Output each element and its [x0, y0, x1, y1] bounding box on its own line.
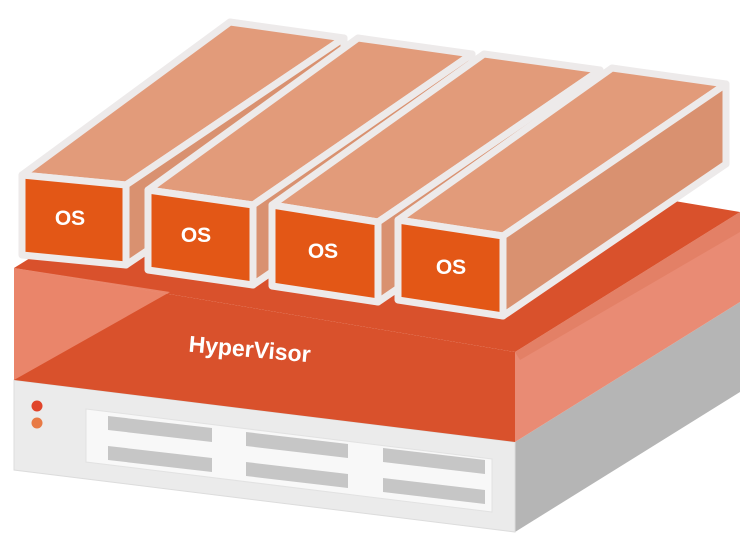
power-led-red	[31, 400, 43, 412]
drive-slot	[383, 478, 485, 504]
drive-slot	[383, 448, 485, 474]
hypervisor-side-highlight	[515, 212, 740, 360]
server-side-face	[515, 302, 740, 532]
hypervisor-side-face	[515, 212, 740, 442]
drive-slot	[108, 416, 212, 442]
hypervisor-front-highlight	[14, 268, 170, 380]
drive-slot	[246, 462, 348, 488]
server-chassis	[13, 302, 740, 533]
vm-os-label: OS	[308, 240, 338, 263]
hypervisor-front-face	[14, 268, 515, 442]
vm-front-face	[268, 201, 382, 306]
drive-bay-panel	[85, 408, 493, 513]
vm-front-face	[18, 171, 130, 269]
vm-os-label: OS	[436, 256, 466, 279]
vm-os-label: OS	[55, 207, 85, 230]
vm-front-face	[394, 216, 507, 320]
drive-slot	[246, 432, 348, 458]
vm-front-face	[144, 186, 257, 289]
vm-os-label: OS	[181, 224, 211, 247]
status-led-orange	[31, 417, 43, 429]
vm-block-4: OS	[394, 64, 730, 320]
drive-slot	[108, 446, 212, 472]
